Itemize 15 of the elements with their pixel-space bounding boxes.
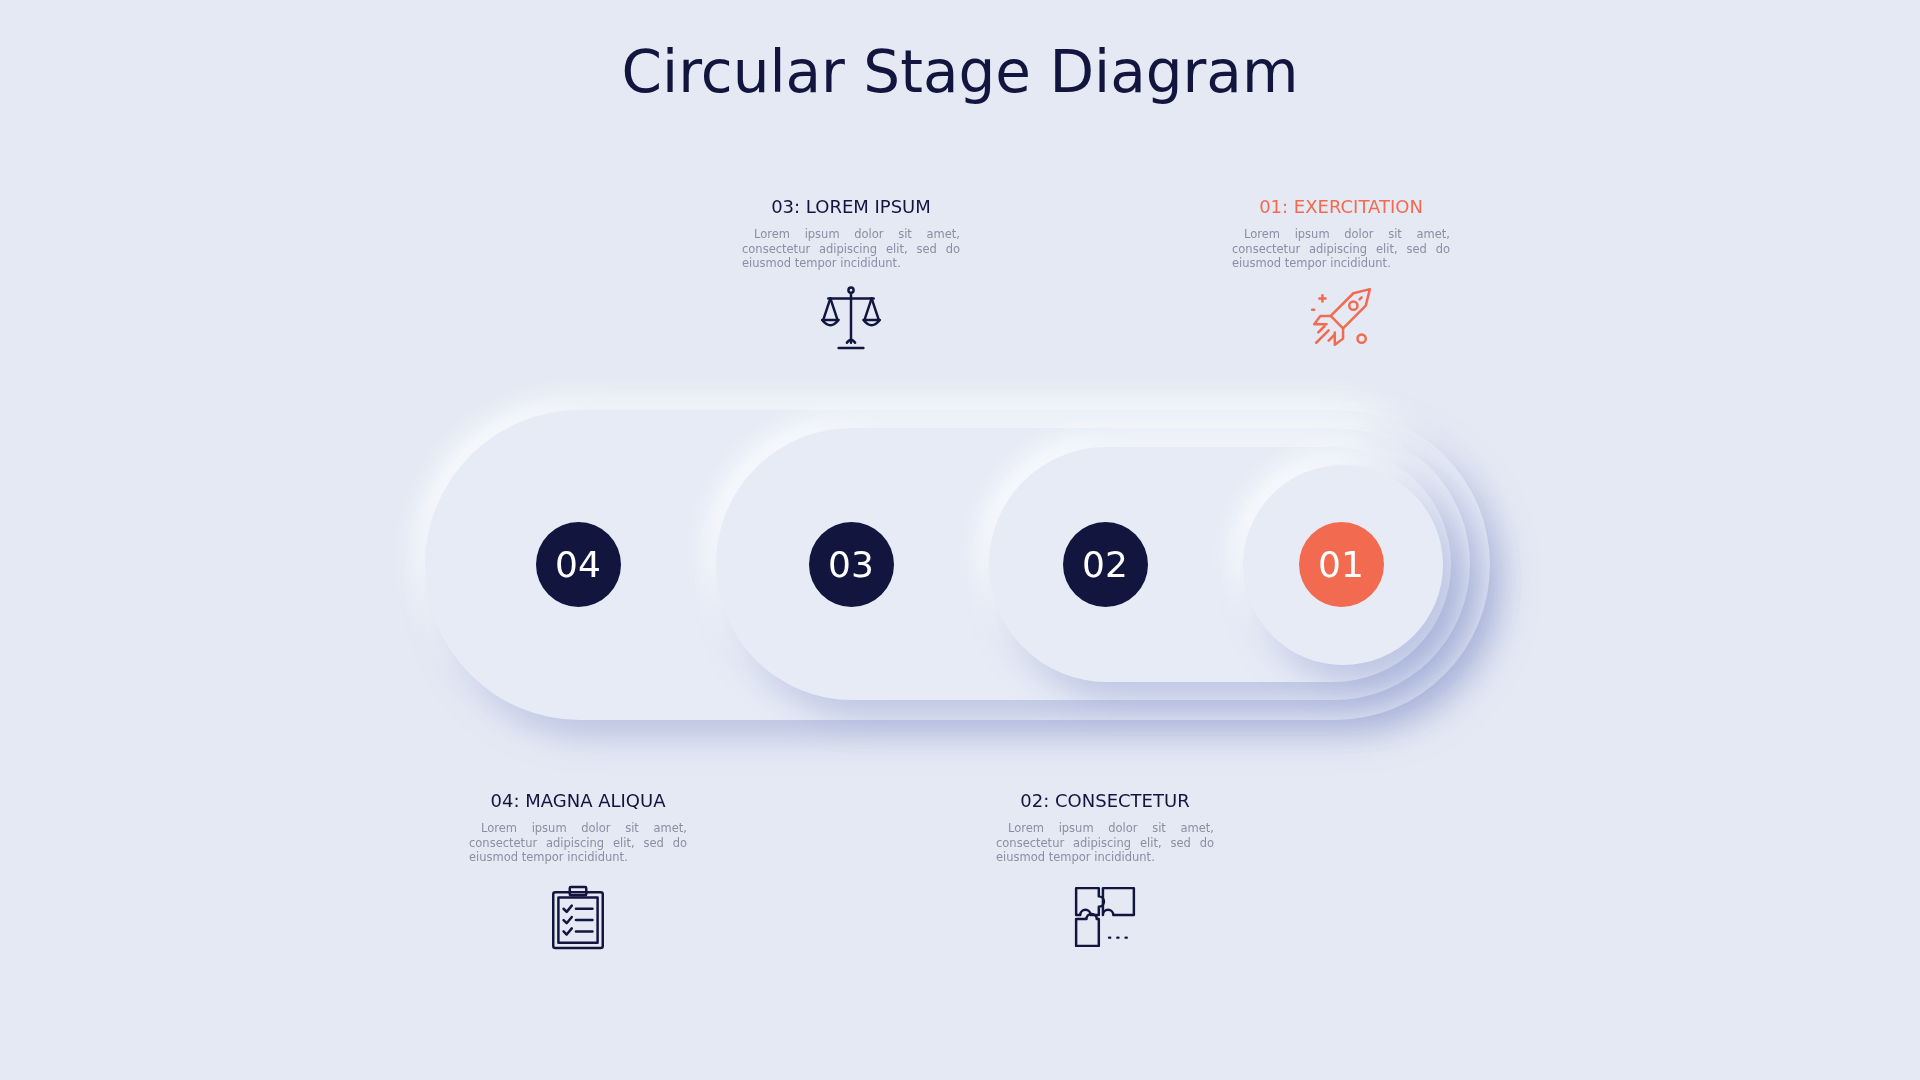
stage-description: Lorem ipsum dolor sit amet, consectetur adipiscing elit, sed do eiusmod tempor incididunt.: [996, 821, 1214, 865]
stage-heading: 04: MAGNA ALIQUA: [489, 790, 667, 811]
title: Circular Stage Diagram: [620, 38, 1300, 106]
stage-heading: 02: CONSECTETUR: [1019, 790, 1191, 811]
stage-number-circle: 01: [1298, 521, 1384, 607]
stage-heading: 01: EXERCITATION: [1258, 196, 1424, 217]
stage-description: Lorem ipsum dolor sit amet, consectetur adipiscing elit, sed do eiusmod tempor incididunt.: [469, 821, 687, 865]
pill-shape: [989, 447, 1451, 682]
stage-description: Lorem ipsum dolor sit amet, consectetur adipiscing elit, sed do eiusmod tempor incididunt.: [1232, 227, 1450, 271]
stage-number-circle: 04: [535, 521, 621, 607]
stage-number-circle: 03: [808, 521, 894, 607]
pill-shape: [716, 428, 1470, 700]
stage-description: Lorem ipsum dolor sit amet, consectetur adipiscing elit, sed do eiusmod tempor incididunt.: [742, 227, 960, 271]
stage-number-circle: 02: [1062, 521, 1148, 607]
stage-heading: 03: LOREM IPSUM: [770, 196, 932, 217]
